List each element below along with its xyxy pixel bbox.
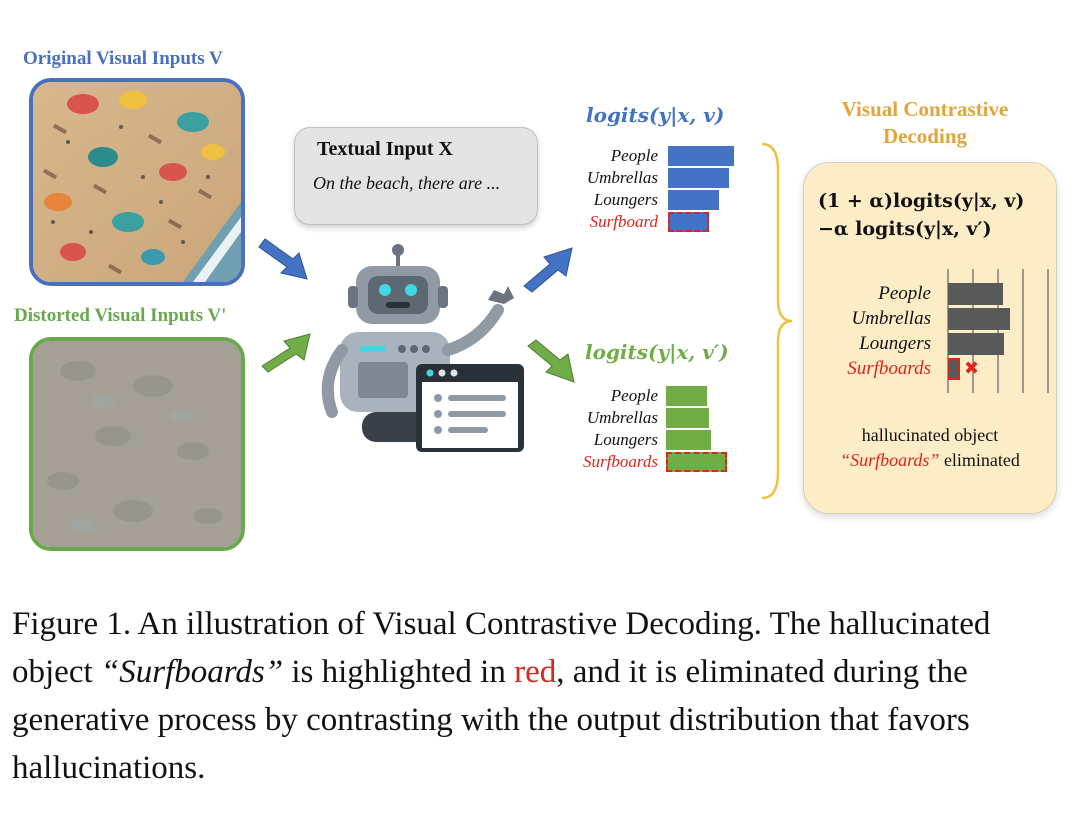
bar-label: People bbox=[878, 283, 931, 304]
bar-label: Surfboard bbox=[589, 212, 658, 231]
bar bbox=[666, 408, 709, 428]
bar-label: Surfboards bbox=[583, 452, 658, 471]
original-beach-image bbox=[29, 78, 245, 286]
vcd-panel: (1 + α)logits(y|x, v) −α logits(y|x, v′)… bbox=[803, 162, 1057, 514]
bar bbox=[948, 333, 1004, 355]
logits-original-title: logits(y|x, v) bbox=[586, 103, 725, 127]
distorted-beach-image bbox=[29, 337, 245, 551]
arrow-original-to-robot bbox=[258, 238, 308, 280]
bar-label: People bbox=[610, 146, 658, 165]
bar-label: Surfboards bbox=[847, 358, 931, 379]
bar-label: Loungers bbox=[593, 190, 658, 209]
caption-part3: , and it is eliminated during the genera… bbox=[12, 654, 970, 786]
caption-part2: is highlighted in bbox=[283, 654, 515, 690]
bar bbox=[668, 146, 734, 166]
bar bbox=[666, 430, 711, 450]
vcd-note-line2: “Surfboards” eliminated bbox=[804, 450, 1056, 471]
original-inputs-label: Original Visual Inputs V bbox=[23, 48, 223, 69]
bar-label: Umbrellas bbox=[586, 168, 658, 187]
caption-part1: Figure 1. An illustration of Visual Cont… bbox=[12, 606, 991, 690]
bar bbox=[666, 386, 707, 406]
arrow-robot-to-logits-distorted bbox=[527, 339, 575, 383]
arrow-robot-to-logits-original bbox=[523, 247, 573, 293]
hallucinated-bar bbox=[948, 358, 960, 380]
robot-illustration bbox=[321, 244, 524, 452]
vcd-title-line1: Visual Contrastive bbox=[841, 97, 1009, 121]
bar-label: Loungers bbox=[593, 430, 658, 449]
bar bbox=[668, 168, 729, 188]
vcd-formula-line2: −α logits(y|x, v′) bbox=[818, 218, 992, 240]
textual-input-body: On the beach, there are ... bbox=[313, 173, 501, 193]
bar-label: People bbox=[610, 386, 658, 405]
caption-red: red bbox=[514, 654, 557, 690]
caption-italic: “Surfboards” bbox=[100, 654, 284, 690]
bar bbox=[948, 283, 1003, 305]
textual-input-box: Textual Input X On the beach, there are … bbox=[294, 127, 538, 225]
distorted-inputs-label: Distorted Visual Inputs V' bbox=[14, 305, 227, 326]
eliminated-x-icon: ✖ bbox=[964, 358, 980, 379]
bar-label: Umbrellas bbox=[851, 308, 931, 329]
logits-distorted-title: logits(y|x, v′) bbox=[585, 340, 729, 364]
hallucinated-bar bbox=[668, 212, 709, 232]
arrow-distorted-to-robot bbox=[261, 333, 311, 373]
bar-label: Umbrellas bbox=[586, 408, 658, 427]
vcd-title-line2: Decoding bbox=[883, 124, 967, 148]
brace bbox=[761, 142, 793, 500]
figure-caption: Figure 1. An illustration of Visual Cont… bbox=[12, 600, 1062, 792]
bar-label: Loungers bbox=[859, 333, 931, 354]
vcd-note-line1: hallucinated object bbox=[861, 425, 999, 445]
bar bbox=[668, 190, 719, 210]
vcd-note-quote: “Surfboards” bbox=[840, 450, 940, 470]
bar bbox=[948, 308, 1010, 330]
vcd-formula-line1: (1 + α)logits(y|x, v) bbox=[818, 190, 1025, 212]
vcd-title: Visual Contrastive Decoding bbox=[810, 96, 1040, 150]
textual-input-title: Textual Input X bbox=[317, 138, 453, 160]
vcd-note-rest: eliminated bbox=[939, 450, 1020, 470]
hallucinated-bar bbox=[666, 452, 727, 472]
